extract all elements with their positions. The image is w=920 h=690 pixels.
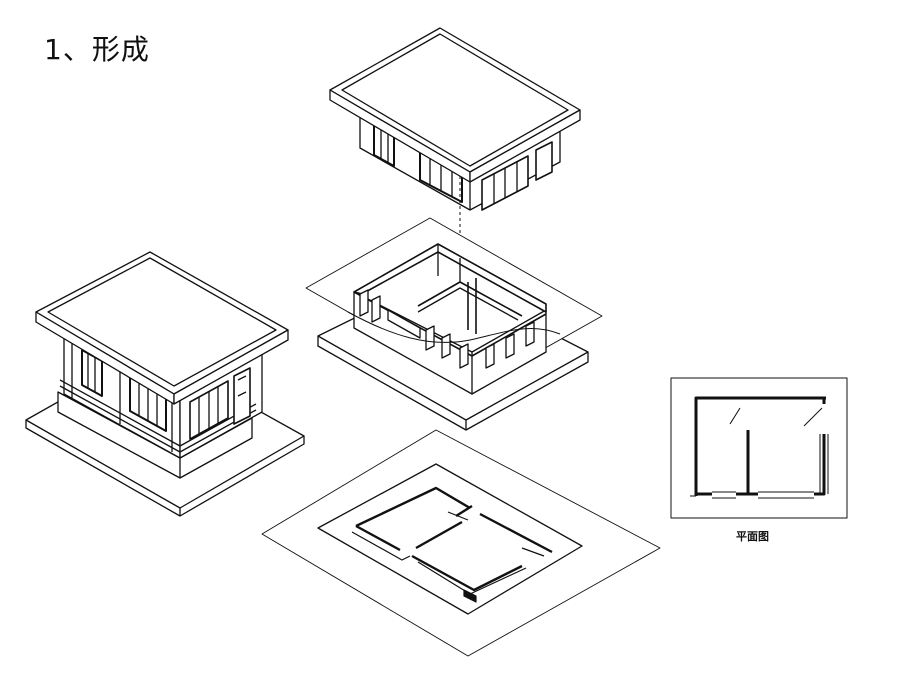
side-door <box>234 368 250 424</box>
inner-plate <box>318 464 582 614</box>
side-window <box>190 381 228 439</box>
floorplan-module <box>262 430 660 656</box>
plan-view <box>671 378 847 518</box>
walls-module <box>306 218 602 430</box>
front-window <box>82 350 102 396</box>
slide-title: 1、形成 <box>44 33 150 66</box>
upper-side-window <box>482 156 528 210</box>
roof-module <box>330 28 580 278</box>
plan-view-caption: 平面图 <box>736 530 769 543</box>
assembled-building <box>26 252 304 516</box>
